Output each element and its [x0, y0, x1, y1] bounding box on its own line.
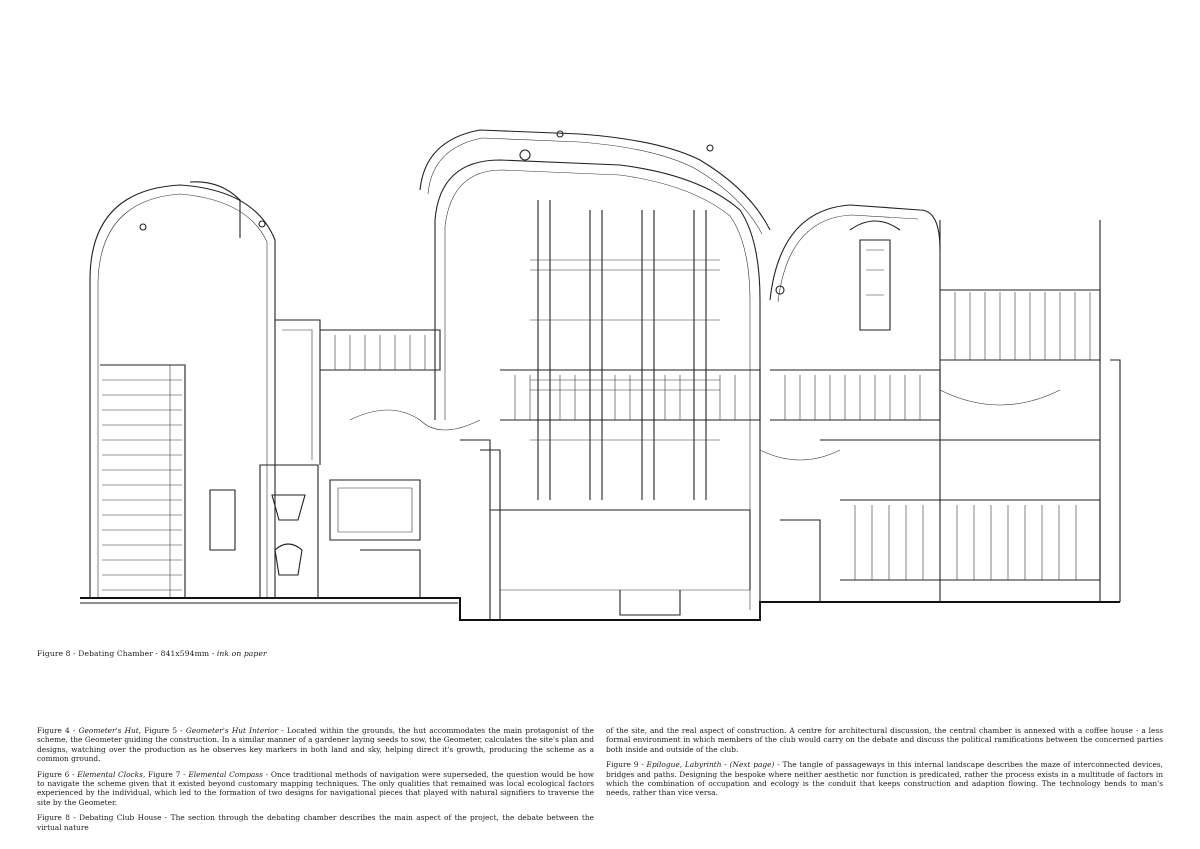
fig4-label-a: Figure 4 -	[37, 726, 79, 735]
figure-caption: Figure 8 - Debating Chamber - 841x594mm …	[37, 649, 267, 658]
fig9-title: Epilogue, Labyrinth - (Next page)	[646, 760, 775, 770]
paragraph-figure-4: Figure 4 - Geometer's Hut, Figure 5 - Ge…	[37, 726, 594, 764]
fig9-body: - The tangle of passageways in this inte…	[606, 760, 1163, 798]
paragraph-figure-9: Figure 9 - Epilogue, Labyrinth - (Next p…	[606, 760, 1163, 798]
fig6-title-b: Elemental Compass	[188, 769, 263, 779]
fig6-title-a: Elemental Clocks	[77, 769, 143, 779]
paragraph-figure-8: Figure 8 - Debating Club House - The sec…	[37, 813, 594, 832]
fig6-body: - Once traditional methods of navigation…	[37, 769, 595, 807]
fig9-label: Figure 9 -	[606, 760, 647, 770]
fig6-label-a: Figure 6 -	[37, 769, 78, 779]
fig8-text: Figure 8 - Debating Club House - The sec…	[37, 813, 594, 832]
description-columns: Figure 4 - Geometer's Hut, Figure 5 - Ge…	[37, 726, 1163, 836]
caption-prefix: Figure 8 - Debating Chamber - 841x594mm …	[37, 649, 217, 658]
paragraph-figure-8-continued: of the site, and the real aspect of cons…	[606, 726, 1163, 754]
text-column-right: of the site, and the real aspect of cons…	[606, 726, 1163, 836]
text-column-left: Figure 4 - Geometer's Hut, Figure 5 - Ge…	[37, 726, 594, 836]
debating-chamber-section-icon	[80, 129, 1121, 621]
fig4-title-a: Geometer's Hut	[78, 726, 139, 735]
caption-medium: ink on paper	[216, 649, 267, 658]
section-drawing	[60, 120, 1140, 640]
fig4-title-b: Geometer's Hut Interior	[185, 726, 279, 735]
fig8-cont-text: of the site, and the real aspect of cons…	[606, 726, 1163, 754]
paragraph-figure-6: Figure 6 - Elemental Clocks, Figure 7 - …	[37, 770, 594, 808]
fig4-label-b: , Figure 5 -	[138, 726, 186, 735]
fig6-label-b: , Figure 7 -	[142, 769, 189, 779]
fig4-body: - Located within the grounds, the hut ac…	[37, 726, 594, 764]
